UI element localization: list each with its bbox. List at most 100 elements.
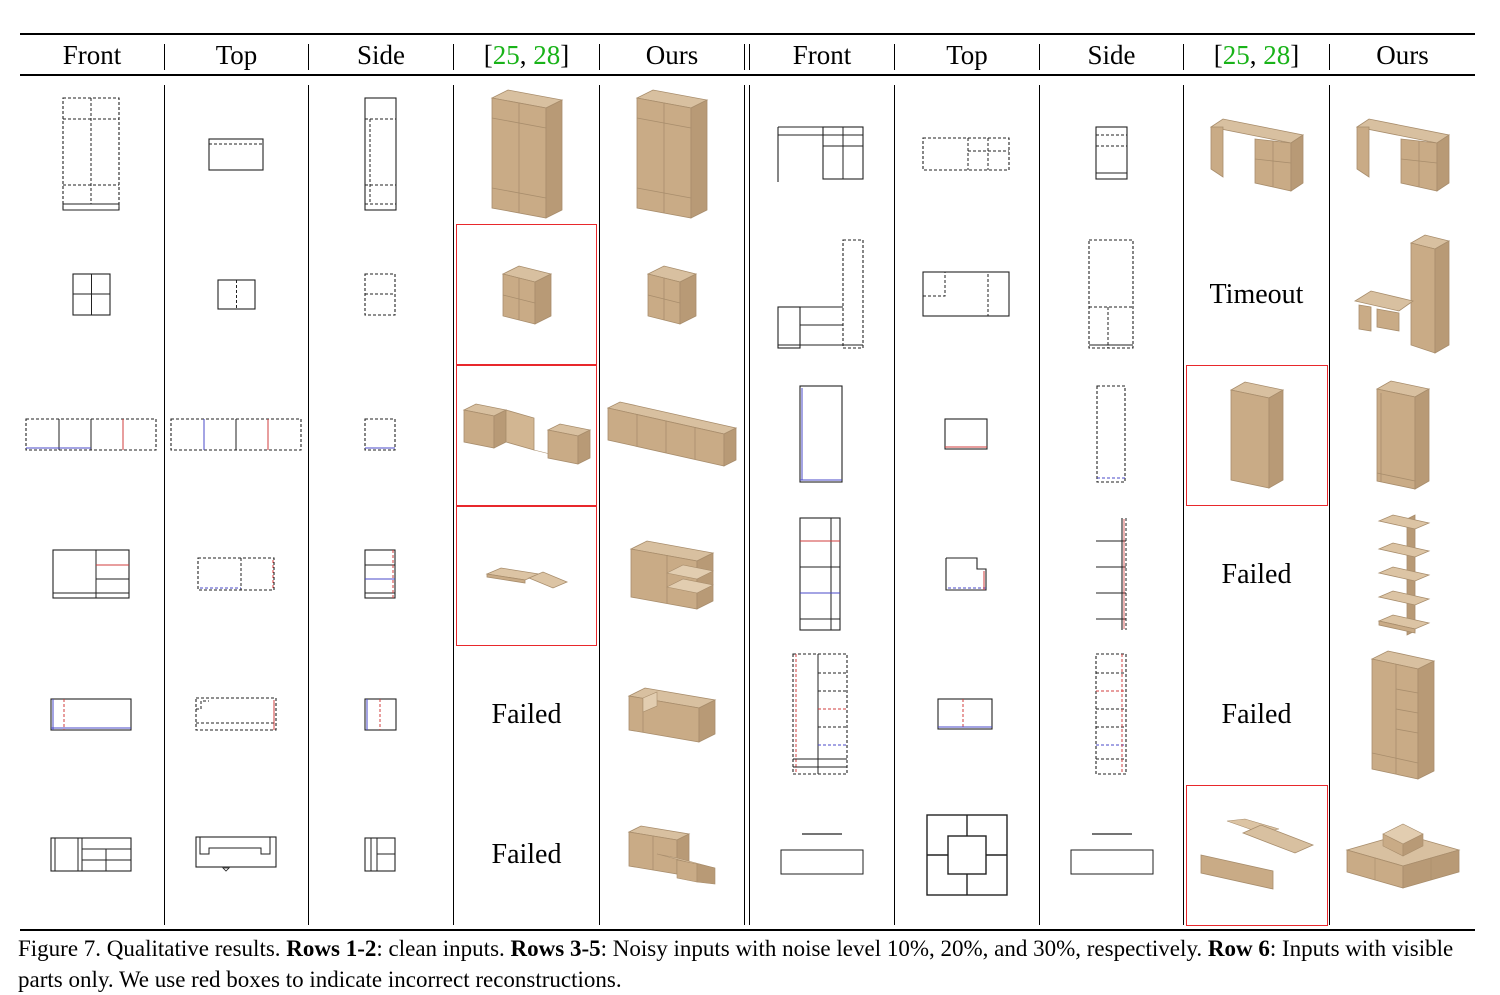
timeout-label: Timeout (1209, 279, 1304, 310)
reconstruction-baseline (1184, 85, 1329, 225)
header-front-right: Front (792, 40, 852, 70)
header-bar (744, 44, 745, 70)
header-bar (1329, 44, 1330, 70)
cube-shelf-3d (501, 265, 552, 325)
figure-caption: Figure 7. Qualitative results. Rows 1-2:… (18, 933, 1483, 995)
orthographic-view (926, 814, 1008, 896)
orthographic-view (799, 385, 843, 483)
orthographic-view (364, 273, 396, 316)
drawing-top (895, 645, 1039, 785)
reconstruction-ours (600, 365, 744, 505)
drawing-side (309, 225, 453, 365)
header-top-left: Top (215, 40, 258, 70)
l-desk-3d (1353, 234, 1450, 354)
reconstruction-ours (1330, 645, 1475, 785)
orthographic-view (922, 271, 1010, 317)
orthographic-view (194, 697, 277, 731)
reconstruction-ours (600, 85, 744, 225)
caption-row6: Row 6 (1207, 936, 1270, 961)
col-separator-double (744, 85, 745, 925)
sideboard-3d (629, 540, 715, 610)
drawing-front (20, 505, 164, 645)
tv-unit-3d (627, 825, 716, 885)
header-bar (164, 44, 165, 70)
desk-3d (1209, 118, 1304, 192)
orthographic-view (922, 137, 1010, 171)
drawing-top (165, 505, 308, 645)
header-top-right: Top (946, 40, 988, 70)
reconstruction-ours (600, 505, 744, 645)
reconstruction-baseline (454, 365, 599, 505)
reconstruction-baseline (1184, 365, 1329, 505)
drawing-front (20, 365, 164, 505)
drawing-front (20, 645, 164, 785)
reconstruction-ours (1330, 505, 1475, 645)
incorrect-reconstruction-box (456, 224, 597, 365)
orthographic-view (169, 418, 302, 451)
col-separator (453, 85, 454, 925)
orthographic-view (196, 557, 275, 591)
orthographic-view (1094, 126, 1128, 180)
col-separator-double (749, 85, 750, 925)
reconstruction-ours (1330, 785, 1475, 925)
square-table-3d (1345, 823, 1460, 889)
orthographic-view (364, 97, 397, 211)
incorrect-reconstruction-box (1186, 365, 1328, 506)
cite-comma: , (519, 40, 534, 70)
col-separator (894, 85, 895, 925)
orthographic-view (50, 698, 132, 731)
drawing-top (895, 365, 1039, 505)
drawing-side (309, 85, 453, 225)
caption-text: : Noisy inputs with noise level 10%, 20%… (600, 936, 1208, 961)
orthographic-view (216, 279, 256, 310)
orthographic-view (364, 549, 396, 599)
orthographic-view (945, 557, 987, 591)
col-separator (1329, 85, 1330, 925)
drawing-top (895, 225, 1039, 365)
broken-shelf-3d (462, 403, 591, 465)
drawing-top (165, 645, 308, 785)
orthographic-view (1094, 653, 1127, 775)
incorrect-reconstruction-box (456, 365, 597, 506)
cite-ref-25[interactable]: 25 (492, 40, 520, 70)
drawing-side (1040, 645, 1183, 785)
drawing-front (750, 85, 894, 225)
reconstruction-ours (600, 645, 744, 785)
drawing-front (750, 365, 894, 505)
caption-text: : clean inputs. (376, 936, 511, 961)
col-separator (164, 85, 165, 925)
header-bar (894, 44, 895, 70)
orthographic-view (777, 239, 864, 349)
drawing-side (1040, 505, 1183, 645)
orthographic-view (1087, 239, 1134, 349)
orthographic-view (25, 418, 157, 451)
table-top-rule (20, 33, 1475, 35)
low-cabinet-3d (627, 687, 717, 743)
cite-bracket: ] (560, 40, 570, 70)
col-separator (308, 85, 309, 925)
failed-label: Failed (1221, 699, 1292, 730)
drawing-side (309, 505, 453, 645)
header-bar (749, 44, 750, 70)
orthographic-view (937, 698, 993, 730)
orthographic-view (1095, 385, 1126, 483)
header-ours-right: Ours (1376, 40, 1429, 70)
orthographic-view (780, 833, 864, 875)
cabinet-3d (1229, 381, 1284, 489)
drawing-top (165, 365, 308, 505)
header-bar (1183, 44, 1184, 70)
reconstruction-baseline (454, 505, 599, 645)
drawing-side (1040, 225, 1183, 365)
open-shelf-3d (1377, 514, 1430, 636)
cite-ref-28[interactable]: 28 (1263, 40, 1291, 70)
orthographic-view (792, 653, 848, 775)
wardrobe-3d (635, 89, 709, 219)
cite-ref-28[interactable]: 28 (533, 40, 561, 70)
orthographic-view (364, 698, 397, 731)
failed-label: Failed (491, 699, 562, 730)
drawing-side (1040, 85, 1183, 225)
orthographic-view (72, 273, 111, 316)
cite-ref-25[interactable]: 25 (1222, 40, 1250, 70)
caption-figure-label: Figure 7. Qualitative results. (18, 936, 287, 961)
cite-bracket: [ (483, 40, 493, 70)
